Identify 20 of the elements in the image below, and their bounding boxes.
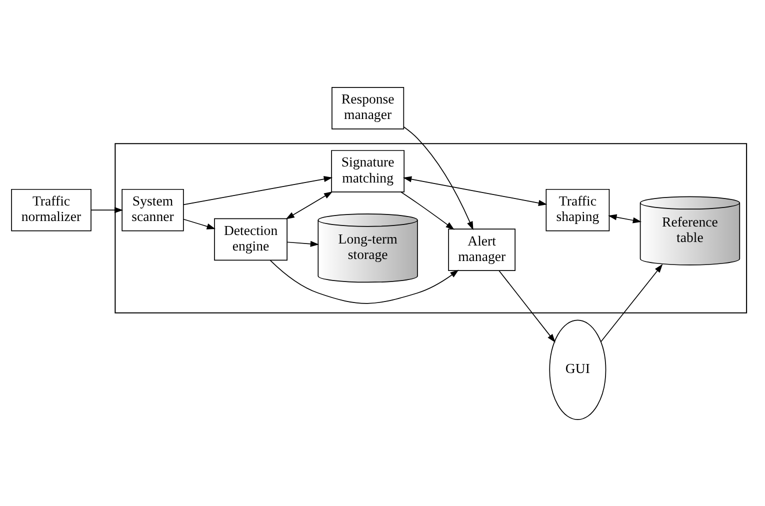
arrow <box>498 270 556 342</box>
arrow <box>286 240 320 246</box>
arrow <box>183 176 332 205</box>
arrow <box>600 264 663 342</box>
arrow <box>608 214 642 223</box>
arrow <box>403 126 474 230</box>
arrow <box>286 191 333 219</box>
node-box: Signature matching <box>331 150 405 192</box>
node-box: Detection engine <box>214 218 288 260</box>
node-box: Traffic normalizer <box>11 188 92 231</box>
arrow <box>400 191 454 230</box>
node-box: Alert manager <box>448 228 516 270</box>
arrow <box>402 176 548 206</box>
node-box: System scanner <box>122 188 184 231</box>
node-ellipse: GUI <box>549 319 606 420</box>
arrow <box>183 218 216 229</box>
node-box: Response manager <box>332 86 404 129</box>
node-box: Traffic shaping <box>546 188 610 231</box>
arrow <box>90 206 124 213</box>
arrow <box>270 259 459 304</box>
